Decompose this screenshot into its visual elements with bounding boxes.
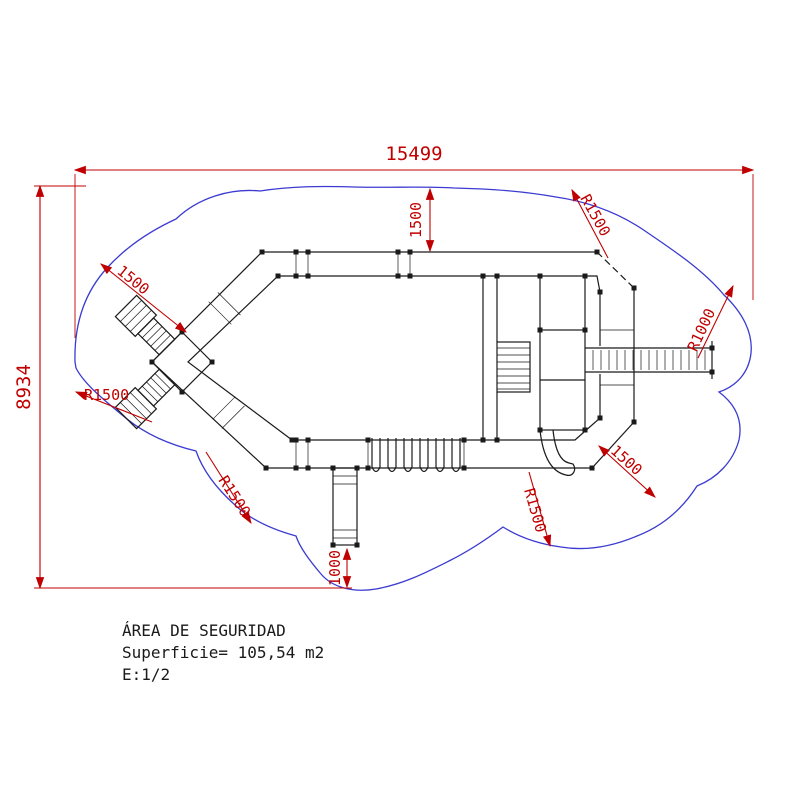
dimension-lower-right-clearance: 1500 <box>598 442 656 498</box>
playground-structure <box>114 249 715 548</box>
safety-area-outline <box>74 185 752 591</box>
dimension-left-radius: R1500 <box>74 386 153 423</box>
dimension-height: 8934 <box>13 184 352 590</box>
arm-divider-lower <box>212 396 245 429</box>
dimension-lower-left-radius: R1500 <box>205 451 255 525</box>
dim-left-radius-label: R1500 <box>84 386 129 404</box>
dim-height-label: 8934 <box>13 364 35 410</box>
dim-bottom-center-radius-label: R1500 <box>520 486 550 534</box>
dim-lower-left-radius-label: R1500 <box>215 472 255 520</box>
bottom-walkway <box>332 467 358 546</box>
apex-platform <box>151 331 213 393</box>
dim-top-right-radius-label: R1500 <box>577 191 615 239</box>
apex-upper-stairs <box>114 294 176 356</box>
legend-area-title: ÁREA DE SEGURIDAD <box>122 621 286 640</box>
legend: ÁREA DE SEGURIDAD Superficie= 105,54 m2 … <box>122 621 324 684</box>
dim-top-clearance-label: 1500 <box>407 202 425 238</box>
dim-width-label: 15499 <box>385 143 442 165</box>
hidden-edge-line <box>596 251 635 289</box>
legend-scale: E:1/2 <box>122 665 170 684</box>
dimension-bottom-clearance: 1000 <box>326 547 352 589</box>
dim-upper-left-clearance-label: 1500 <box>113 262 152 299</box>
slide <box>539 429 576 476</box>
dimension-bottom-center-radius: R1500 <box>520 471 552 548</box>
dimension-top-right-radius: R1500 <box>571 188 615 259</box>
climbing-ladder <box>496 341 531 393</box>
dimension-upper-left-clearance: 1500 <box>100 262 187 333</box>
arm-divider-upper <box>208 292 241 325</box>
dim-bottom-clearance-label: 1000 <box>326 550 344 586</box>
legend-surface: Superficie= 105,54 m2 <box>122 643 324 662</box>
dimension-top-clearance: 1500 <box>407 187 435 253</box>
dim-lower-right-clearance-label: 1500 <box>607 442 646 480</box>
loop-bridge <box>371 438 461 473</box>
apex-lower-stairs <box>114 368 176 430</box>
dimension-width: 15499 <box>73 143 755 338</box>
